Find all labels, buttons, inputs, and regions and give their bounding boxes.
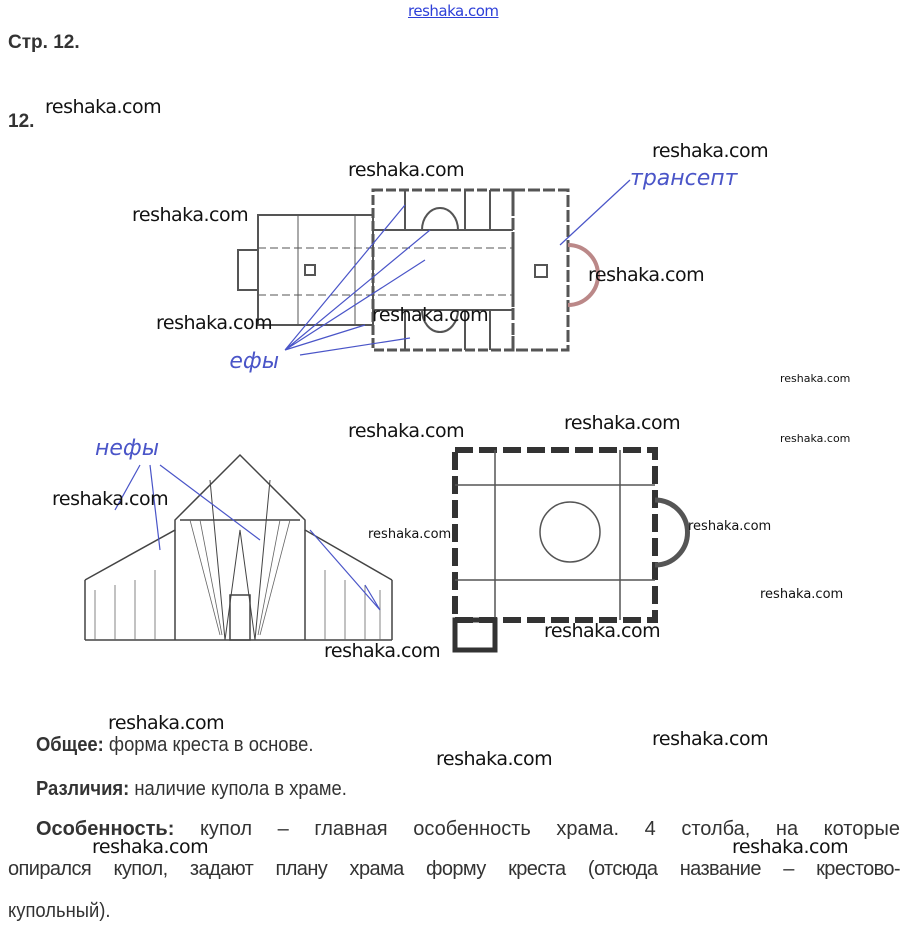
task-number: 12. [8,111,35,132]
differences-label: Различия: [36,778,130,800]
feature-text-1: купол – главная особенность храма. 4 сто… [199,818,900,840]
watermark: reshaka.com [348,420,465,442]
answer-differences: Различия: наличие купола в храме. [36,778,347,801]
annotation-naves-section: нефы [95,436,159,461]
feature-text-3: купольный). [8,900,111,922]
watermark-link[interactable]: reshaka.com [408,2,499,20]
basilica-plan-drawing: трансепт нефы [230,166,739,374]
watermark: reshaka.com [564,412,681,434]
watermark: reshaka.com [52,488,169,510]
watermark: reshaka.com [688,519,772,534]
feature-text-2: опирался купол, задают плану храма форму… [8,858,901,880]
annotation-naves: нефы [230,349,279,374]
common-text: форма креста в основе. [108,734,314,756]
watermark: reshaka.com [652,728,769,750]
watermark: reshaka.com [368,527,452,542]
cross-domed-plan-drawing [452,447,690,653]
answer-feature-line1: Особенность: купол – главная особенность… [36,818,900,841]
answer-common: Общее: форма креста в основе. [36,734,313,757]
watermark: reshaka.com [732,836,849,858]
watermark: reshaka.com [108,712,225,734]
watermark: reshaka.com [780,432,851,445]
watermark: reshaka.com [132,204,249,226]
basilica-section-drawing: нефы [84,436,393,641]
watermark: reshaka.com [324,640,441,662]
watermark: reshaka.com [92,836,209,858]
watermark: reshaka.com [436,748,553,770]
watermark: reshaka.com [652,140,769,162]
watermark: reshaka.com [348,159,465,181]
watermark: reshaka.com [780,372,851,385]
watermark: reshaka.com [588,264,705,286]
feature-label: Особенность: [36,818,175,840]
watermark: reshaka.com [760,587,844,602]
annotation-transept: трансепт [630,166,739,191]
watermark: reshaka.com [156,312,273,334]
watermark: reshaka.com [372,304,489,326]
watermark: reshaka.com [544,620,661,642]
page-header: Стр. 12. [8,32,80,53]
watermark: reshaka.com [45,96,162,118]
differences-text: наличие купола в храме. [134,778,347,800]
common-label: Общее: [36,734,104,756]
